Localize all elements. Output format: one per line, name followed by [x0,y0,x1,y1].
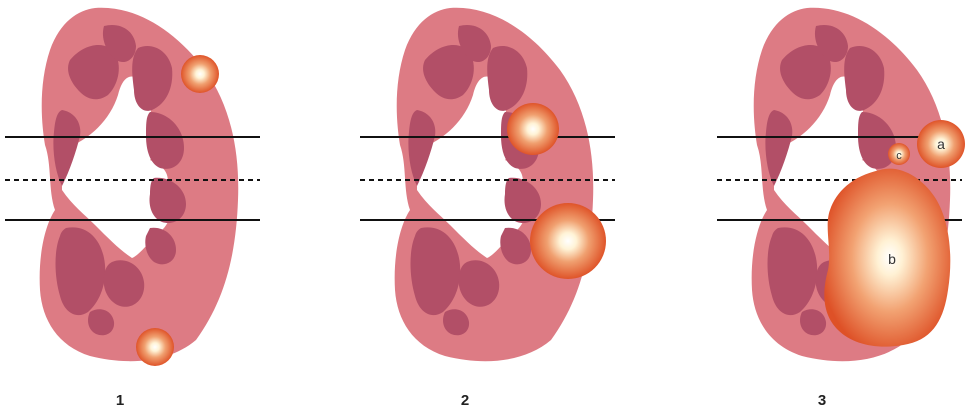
panel-1: 1 [5,8,260,409]
lesion-upper-2 [507,103,559,155]
lesion-label-a: a [937,136,945,152]
lesion-upper-1 [181,55,219,93]
lesion-lower-2 [530,203,606,279]
kidney-2 [395,8,594,361]
panel-2: 2 [360,8,615,409]
panel-number-3: 3 [818,392,826,409]
lesion-label-b: b [888,251,896,267]
panel-3: a b c 3 [717,8,965,409]
lesion-lower-1 [136,328,174,366]
panel-number-1: 1 [116,392,124,409]
lesion-label-c: c [896,150,902,162]
panel-number-2: 2 [461,392,469,409]
